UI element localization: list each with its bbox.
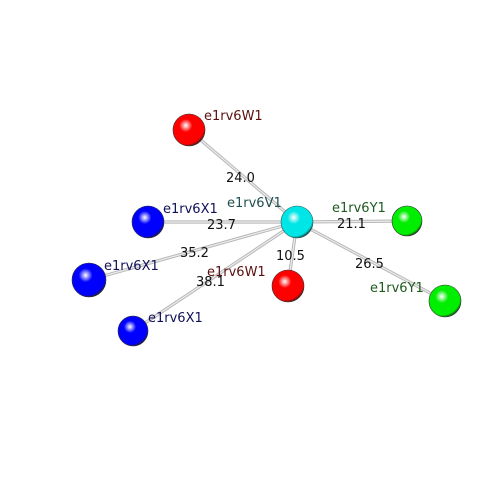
node-x1_left (71, 262, 107, 298)
edge-highlight-x1_left (88, 221, 298, 281)
node-x1_low (117, 315, 149, 347)
node-x1_mid (131, 205, 165, 239)
node-label-w1_low: e1rv6W1 (207, 265, 266, 280)
node-y1_near (391, 205, 423, 237)
node-label-x1_left: e1rv6X1 (104, 259, 159, 274)
edge-distance-w1_top: 24.0 (226, 171, 255, 186)
edge-distance-x1_low: 38.1 (196, 275, 225, 290)
labels-layer: e1rv6W124.0e1rv6X123.7e1rv6X135.2e1rv6X1… (104, 109, 424, 326)
node-y1_far (428, 284, 462, 318)
nodes-layer (71, 113, 462, 347)
edges-layer (88, 128, 446, 333)
node-label-x1_low: e1rv6X1 (148, 311, 203, 326)
edge-distance-y1_near: 21.1 (337, 217, 366, 232)
edge-highlight-w1_top (188, 129, 298, 223)
node-label-w1_top: e1rv6W1 (204, 109, 263, 124)
edge-highlight-y1_far (296, 221, 446, 302)
node-w1_top (172, 113, 206, 147)
edge-highlight-y1_near (296, 220, 408, 223)
edge-distance-w1_low: 10.5 (276, 249, 305, 264)
edge-distance-y1_far: 26.5 (355, 257, 384, 272)
edge-distance-x1_mid: 23.7 (207, 218, 236, 233)
node-center (280, 205, 314, 239)
node-label-y1_near: e1rv6Y1 (332, 201, 386, 216)
edge-distance-x1_left: 35.2 (180, 246, 209, 261)
node-label-center: e1rv6V1 (227, 196, 282, 211)
node-label-x1_mid: e1rv6X1 (163, 202, 218, 217)
edge-highlight-x1_low (132, 221, 298, 332)
node-label-y1_far: e1rv6Y1 (370, 281, 424, 296)
node-w1_low (271, 269, 305, 303)
